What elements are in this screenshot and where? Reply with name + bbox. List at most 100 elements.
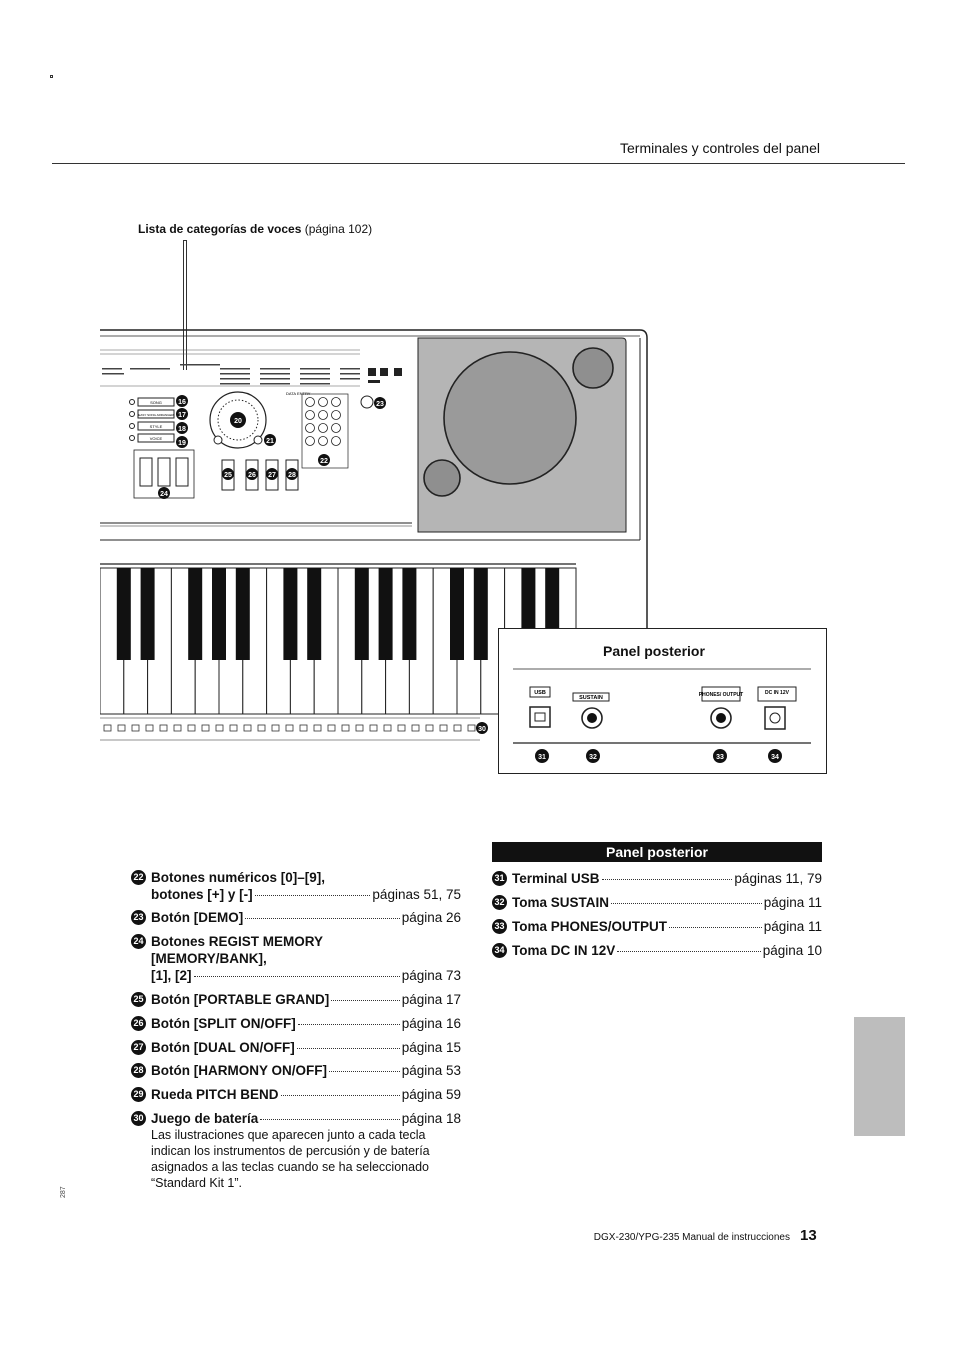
callout-leader: [186, 240, 187, 370]
item-label: Botón [DEMO]: [151, 910, 244, 925]
drum-icon: [313, 724, 322, 732]
page-number: 13: [800, 1227, 817, 1244]
drum-icon: [159, 724, 168, 732]
rear-panel-title: Panel posterior: [603, 643, 705, 659]
item-label-line: Botones REGIST MEMORY: [151, 934, 324, 949]
callout-num-18: 18: [178, 426, 186, 433]
item-page: página 18: [401, 1111, 461, 1126]
drum-icon: [369, 724, 378, 732]
item-label: Terminal USB: [512, 871, 600, 886]
callout-rest: (página 102): [301, 222, 373, 236]
drum-icon: [131, 724, 140, 732]
item-page: páginas 51, 75: [372, 887, 461, 902]
callout-num-34: 34: [771, 754, 779, 761]
callout-num-31: 31: [538, 754, 546, 761]
callout-num-20: 20: [234, 418, 242, 425]
drum-icon: [201, 724, 210, 732]
drum-icon: [355, 724, 364, 732]
item-page: página 59: [401, 1087, 461, 1102]
list-item: 22 Botones numéricos [0]–[9], botones [+…: [131, 869, 461, 903]
callout-leader: [183, 240, 187, 241]
jack-label-usb: USB: [534, 690, 546, 696]
item-label-line: Botones numéricos [0]–[9],: [151, 870, 326, 885]
item-number: 22: [131, 870, 146, 885]
list-item: 27 Botón [DUAL ON/OFF]página 15: [131, 1039, 461, 1056]
keyboard-illustration: SONG EASY SONG ARRANGER STYLE VOICE 16 1…: [99, 328, 648, 748]
item-label: Botón [PORTABLE GRAND]: [151, 992, 330, 1007]
item-page: página 16: [401, 1016, 461, 1031]
drum-icon: [299, 724, 308, 732]
callout-num-32: 32: [589, 754, 597, 761]
drum-icon: [285, 724, 294, 732]
drum-icon: [229, 724, 238, 732]
item-number: 30: [131, 1111, 146, 1126]
drum-icons: [103, 724, 476, 732]
footer-text: DGX-230/YPG-235 Manual de instrucciones: [593, 1232, 790, 1243]
item-page: página 73: [401, 968, 461, 983]
page-header-title: Terminales y controles del panel: [620, 140, 820, 156]
button-callout-numbers: 16 17 18 19: [176, 395, 188, 448]
item-note: Las ilustraciones que aparecen junto a c…: [151, 1128, 430, 1190]
item-label: Toma SUSTAIN: [512, 895, 610, 910]
list-item: 28 Botón [HARMONY ON/OFF]página 53: [131, 1062, 461, 1079]
callout-num-26: 26: [248, 472, 256, 479]
drum-icon: [411, 724, 420, 732]
black-key: [378, 568, 393, 660]
voice-list-text: [102, 364, 360, 385]
callout-num-22: 22: [320, 458, 328, 465]
drum-icon: [271, 724, 280, 732]
rear-panel-section-title: Panel posterior: [492, 842, 822, 862]
jack-label-phones: PHONES/ OUTPUT: [699, 692, 743, 698]
callout-num-21: 21: [266, 438, 274, 445]
item-number: 29: [131, 1087, 146, 1102]
drum-icon: [173, 724, 182, 732]
item-label: botones [+] y [-]: [151, 887, 253, 902]
item-number: 25: [131, 992, 146, 1007]
black-key: [354, 568, 369, 660]
btn-label-song: SONG: [150, 400, 162, 405]
item-number: 24: [131, 934, 146, 949]
btn-label-easy-song: EASY SONG ARRANGER: [138, 413, 174, 417]
callout-num-33: 33: [716, 754, 724, 761]
rear-panel-svg: USB SUSTAIN PHONES/ OUTPUT DC IN 12V 31 …: [513, 668, 811, 763]
keyboard-svg: SONG EASY SONG ARRANGER STYLE VOICE 16 1…: [99, 329, 648, 748]
list-item: 25 Botón [PORTABLE GRAND] página 17: [131, 991, 461, 1008]
black-key: [450, 568, 464, 660]
drum-icon: [187, 724, 196, 732]
callout-num-30: 30: [478, 726, 486, 733]
black-key: [188, 568, 203, 660]
item-page: página 15: [401, 1040, 461, 1055]
item-number: 26: [131, 1016, 146, 1031]
item-page: página 10: [762, 943, 822, 958]
drum-icon: [341, 724, 350, 732]
black-key: [283, 568, 298, 660]
drum-icon: [117, 724, 126, 732]
drum-icon: [467, 724, 476, 732]
item-label: Toma PHONES/OUTPUT: [512, 919, 668, 934]
drum-icon: [453, 724, 462, 732]
list-item: 26 Botón [SPLIT ON/OFF]página 16: [131, 1015, 461, 1032]
corner-mark: [50, 75, 53, 78]
item-page: página 17: [401, 992, 461, 1007]
drum-icon: [145, 724, 154, 732]
list-item: 30 Juego de batería página 18 Las ilustra…: [131, 1110, 461, 1191]
item-label-line: [MEMORY/BANK],: [151, 951, 267, 966]
black-key: [212, 568, 226, 660]
jack-label-sustain: SUSTAIN: [579, 695, 603, 701]
drum-icon: [439, 724, 448, 732]
callout-leader: [183, 240, 184, 370]
controls-list-left: 22 Botones numéricos [0]–[9], botones [+…: [131, 869, 461, 1191]
item-label: Juego de batería: [151, 1111, 259, 1126]
callout-num-23: 23: [376, 401, 384, 408]
black-key: [402, 568, 417, 660]
drum-icon: [397, 724, 406, 732]
drum-icon: [103, 724, 112, 732]
header-rule: [52, 163, 905, 164]
black-key: [473, 568, 488, 660]
btn-label-style: STYLE: [150, 424, 163, 429]
callout-num-27: 27: [268, 472, 276, 479]
